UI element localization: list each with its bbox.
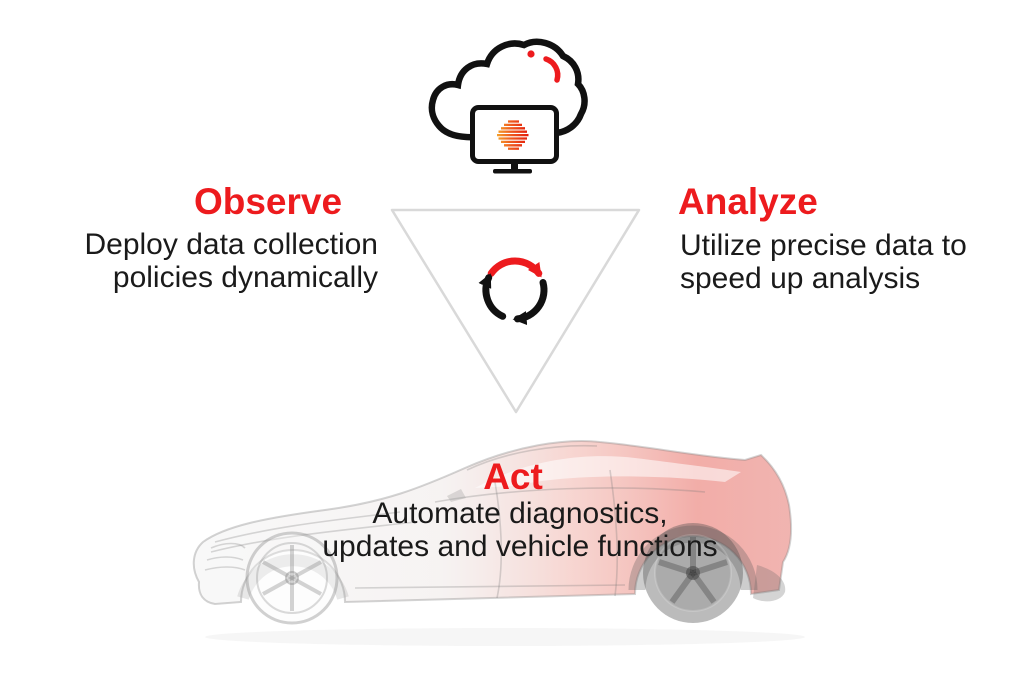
- analyze-line-1: Utilize precise data to: [680, 229, 967, 262]
- cycle-arc-red: [487, 257, 543, 278]
- car-body: [192, 440, 792, 606]
- cycle-arrows-icon: [478, 257, 548, 326]
- act-line-1: Automate diagnostics,: [372, 497, 668, 530]
- funnel-triangle: [390, 208, 641, 414]
- cloud-icon: [428, 38, 588, 141]
- striped-arrow-logo-icon: [497, 120, 529, 150]
- monitor-stand: [511, 161, 518, 170]
- car-rear-wheel: [628, 523, 758, 623]
- signal-arc: [543, 56, 561, 83]
- observe-title: Observe: [193, 181, 343, 222]
- analyze-line-2: speed up analysis: [680, 262, 921, 295]
- car-wireframe-lines: [204, 444, 706, 599]
- signal-dot: [527, 50, 535, 58]
- car-shadow: [205, 628, 805, 646]
- vehicle-illustration: [192, 440, 805, 646]
- act-description: Automate diagnostics,updates and vehicle…: [260, 497, 780, 563]
- analyze-title: Analyze: [678, 181, 818, 222]
- car-group: [192, 440, 805, 646]
- car-window-glass: [475, 456, 741, 488]
- car-mirror: [447, 489, 466, 502]
- car-rear-bumper: [753, 565, 786, 602]
- car-front-wheel: [237, 531, 349, 625]
- observe-line-1: Deploy data collection: [84, 228, 378, 261]
- cycle-arc-right: [512, 279, 548, 326]
- observe-line-2: policies dynamically: [112, 261, 378, 294]
- act-line-2: updates and vehicle functions: [322, 530, 718, 563]
- monitor-base: [493, 169, 532, 174]
- cycle-arc-left: [478, 273, 507, 320]
- act-title: Act: [483, 456, 543, 497]
- triangle-outline: [390, 208, 641, 414]
- cloud-monitor-icon: [428, 38, 588, 174]
